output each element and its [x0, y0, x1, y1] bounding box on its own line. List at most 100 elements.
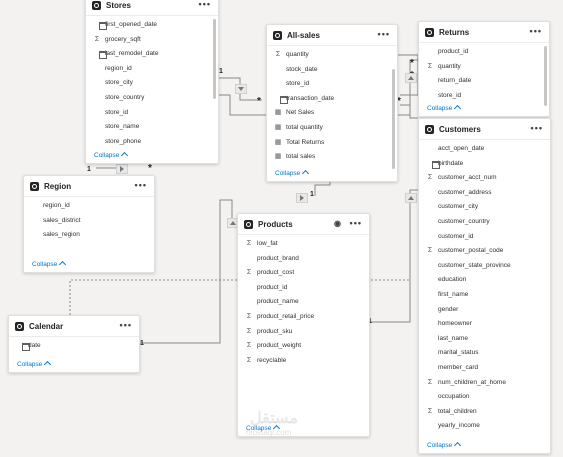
- field-item[interactable]: store_id: [86, 106, 218, 121]
- scrollbar[interactable]: [213, 19, 216, 99]
- more-options-icon[interactable]: •••: [530, 123, 543, 133]
- table-header[interactable]: Returns •••: [419, 22, 549, 43]
- field-item[interactable]: return_date: [419, 74, 549, 89]
- field-item[interactable]: first_opened_date: [86, 18, 218, 33]
- field-item[interactable]: gender: [419, 303, 550, 318]
- field-item[interactable]: customer_address: [419, 186, 550, 201]
- field-item[interactable]: product_brand: [238, 252, 369, 267]
- collapse-button[interactable]: Collapse: [246, 424, 281, 433]
- eye-icon[interactable]: ◉: [334, 219, 341, 228]
- field-item[interactable]: yearly_income: [419, 419, 550, 434]
- field-item[interactable]: marital_status: [419, 346, 550, 361]
- field-name: customer_city: [438, 203, 479, 211]
- field-item[interactable]: region_id: [24, 199, 154, 214]
- field-item[interactable]: transaction_date: [267, 92, 397, 107]
- more-options-icon[interactable]: •••: [198, 0, 211, 9]
- table-header[interactable]: Stores •••: [86, 0, 218, 16]
- field-name: sales_region: [43, 231, 80, 239]
- field-item[interactable]: ▦Total Returns: [267, 136, 397, 151]
- field-item[interactable]: ▦Net Sales: [267, 106, 397, 121]
- more-options-icon[interactable]: •••: [119, 320, 132, 330]
- filter-direction-badge[interactable]: [116, 164, 128, 174]
- field-item[interactable]: last_name: [419, 332, 550, 347]
- field-item[interactable]: product_id: [419, 45, 549, 60]
- table-header[interactable]: All-sales •••: [267, 25, 397, 46]
- field-item[interactable]: date: [9, 339, 139, 354]
- table-header[interactable]: Calendar •••: [9, 316, 139, 337]
- field-item[interactable]: acct_open_date: [419, 142, 550, 157]
- field-item[interactable]: store_country: [86, 91, 218, 106]
- field-item[interactable]: region_id: [86, 62, 218, 77]
- table-header[interactable]: Customers •••: [419, 119, 550, 140]
- field-item[interactable]: product_name: [238, 295, 369, 310]
- filter-direction-badge[interactable]: [296, 193, 308, 203]
- table-header[interactable]: Region •••: [24, 176, 154, 197]
- field-item[interactable]: ▦total quantity: [267, 121, 397, 136]
- field-item[interactable]: birthdate: [419, 157, 550, 172]
- rel-products-allsales: [314, 182, 331, 196]
- table-header[interactable]: Products ◉ •••: [238, 214, 369, 235]
- field-item[interactable]: stock_date: [267, 63, 397, 78]
- field-item[interactable]: customer_id: [419, 230, 550, 245]
- field-item[interactable]: last_remodel_date: [86, 47, 218, 62]
- field-item[interactable]: customer_state_province: [419, 259, 550, 274]
- collapse-button[interactable]: Collapse: [427, 104, 462, 113]
- field-item[interactable]: store_phone: [86, 135, 218, 150]
- filter-direction-badge[interactable]: [405, 73, 417, 83]
- field-item[interactable]: first_name: [419, 288, 550, 303]
- field-item[interactable]: product_id: [238, 281, 369, 296]
- more-options-icon[interactable]: •••: [134, 180, 147, 190]
- filter-direction-badge[interactable]: [235, 84, 247, 94]
- field-item[interactable]: store_id: [419, 89, 549, 104]
- scrollbar[interactable]: [544, 46, 547, 106]
- field-item[interactable]: store_name: [86, 120, 218, 135]
- field-item[interactable]: store_id: [267, 77, 397, 92]
- field-name: store_id: [286, 80, 310, 88]
- field-item[interactable]: homeowner: [419, 317, 550, 332]
- sigma-icon: Σ: [427, 247, 433, 255]
- more-options-icon[interactable]: •••: [377, 29, 390, 39]
- scrollbar[interactable]: [392, 69, 395, 169]
- field-name: grocery_sqft: [105, 35, 141, 43]
- sigma-icon: Σ: [246, 240, 252, 247]
- field-item[interactable]: education: [419, 273, 550, 288]
- collapse-button[interactable]: Collapse: [94, 151, 129, 160]
- field-item[interactable]: member_card: [419, 361, 550, 376]
- field-item[interactable]: store_city: [86, 76, 218, 91]
- collapse-button[interactable]: Collapse: [17, 360, 52, 369]
- collapse-button[interactable]: Collapse: [427, 441, 462, 450]
- field-name: Total Returns: [286, 138, 325, 146]
- field-item[interactable]: customer_country: [419, 215, 550, 230]
- calculator-icon: ▦: [274, 123, 282, 131]
- field-item[interactable]: ▦total sales: [267, 150, 397, 165]
- filter-direction-badge[interactable]: [405, 193, 417, 203]
- field-item[interactable]: occupation: [419, 390, 550, 405]
- collapse-button[interactable]: Collapse: [275, 169, 310, 178]
- field-item[interactable]: customer_city: [419, 200, 550, 215]
- field-item[interactable]: sales_region: [24, 228, 154, 243]
- table-card-calendar[interactable]: Calendar ••• date Collapse: [8, 315, 140, 373]
- more-options-icon[interactable]: •••: [349, 218, 362, 228]
- more-options-icon[interactable]: •••: [529, 26, 542, 36]
- field-item[interactable]: sales_district: [24, 214, 154, 229]
- collapse-button[interactable]: Collapse: [32, 260, 67, 269]
